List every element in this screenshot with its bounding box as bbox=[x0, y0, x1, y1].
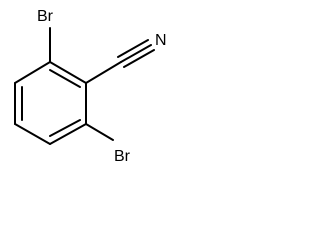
bond-c1-nitrile-carbon bbox=[85, 61, 122, 84]
ring-bond-c4-c5 bbox=[14, 123, 51, 145]
ring-bond-c2-c3 bbox=[14, 61, 51, 84]
atom-label-bromine-top: Br bbox=[37, 8, 54, 25]
bond-c5-bromine-bottom bbox=[85, 123, 114, 141]
ring-bond-c1-c2 bbox=[49, 61, 87, 84]
atom-label-nitrogen: N bbox=[155, 32, 167, 49]
triple-bond-line-2 bbox=[117, 39, 149, 58]
ring-double-bond-inner-c5-c6 bbox=[49, 119, 81, 137]
atom-label-bromine-bottom: Br bbox=[114, 148, 131, 165]
ring-bond-c5-c6 bbox=[49, 123, 87, 145]
chemical-structure-diagram: Br N Br bbox=[14, 8, 167, 165]
triple-bond-line-3 bbox=[123, 49, 155, 68]
ring-double-bond-inner-c1-c2 bbox=[49, 69, 81, 88]
triple-bond-line-1 bbox=[120, 44, 152, 63]
